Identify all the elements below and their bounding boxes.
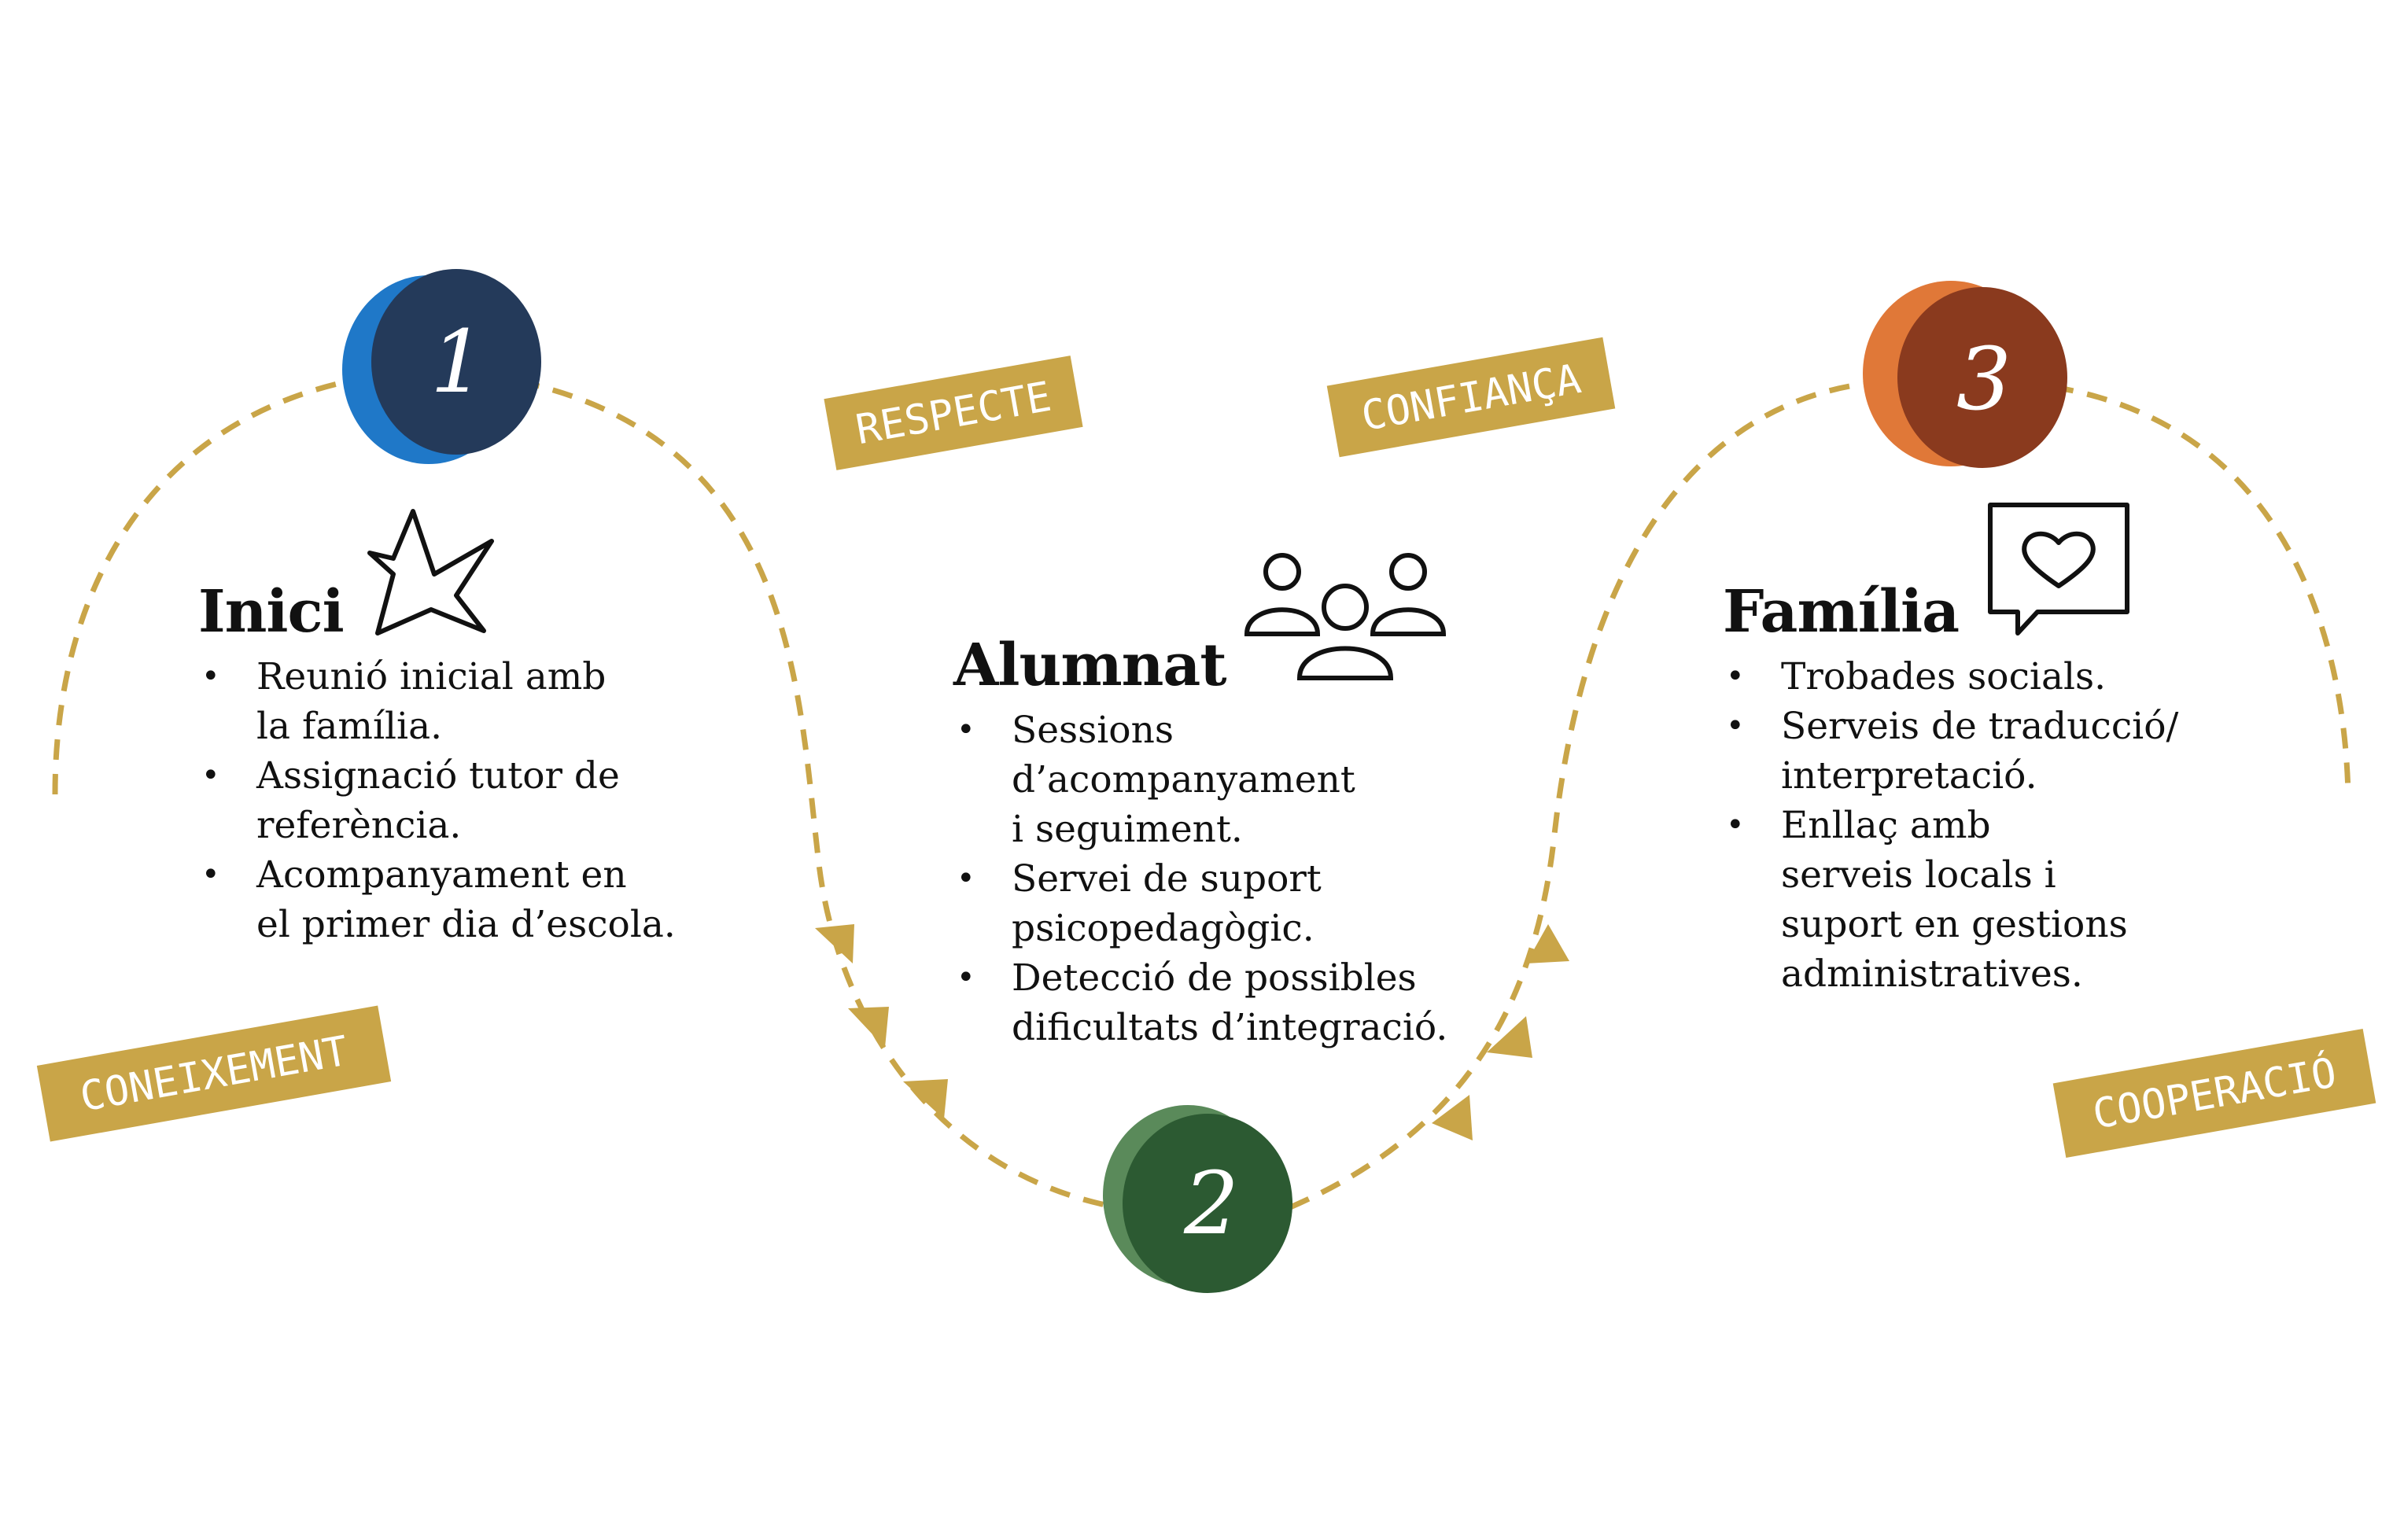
step-3-number: 3 <box>1956 329 2011 429</box>
arrow-head-5 <box>1487 1016 1532 1058</box>
item-text-line: administratives. <box>1781 952 2083 997</box>
item-text-line: d’acompanyament <box>1012 758 1355 802</box>
value-tag-background <box>1326 337 1616 458</box>
arrow-head-1 <box>815 924 854 963</box>
step-3-list: Trobades socials.Serveis de traducció/in… <box>1723 652 2178 999</box>
item-text-line: interpretació. <box>1781 754 2037 798</box>
value-tag: CONFIANÇA <box>1326 337 1616 458</box>
step-1-number: 1 <box>430 311 485 412</box>
step-2-item: Servei de suport psicopedagògic. <box>953 854 1447 953</box>
item-text-line: dificultats d’integració. <box>1012 1006 1448 1050</box>
value-tag: COOPERACIÓ <box>2052 1028 2376 1159</box>
step-3-badge: 3 <box>1863 281 2067 468</box>
step-2-card: Alumnat Sessions d’acompanyament i seguime… <box>953 632 1447 1052</box>
value-tag: RESPECTE <box>824 356 1083 470</box>
arrow-head-4 <box>1432 1095 1473 1140</box>
item-text-line: Assignació tutor de <box>256 754 620 798</box>
item-text-line: Servei de suport <box>1012 857 1322 901</box>
item-text-line: Acompanyament en <box>256 853 627 897</box>
group-icon <box>1244 553 1447 680</box>
item-text-line: Reunió inicial amb <box>256 655 607 699</box>
step-1-item: Assignació tutor de referència. <box>198 751 676 850</box>
arrow-head-2 <box>848 1007 889 1048</box>
step-3-item: Serveis de traducció/interpretació. <box>1723 702 2178 801</box>
left-arc <box>52 373 378 795</box>
item-text-line: serveis locals i <box>1781 853 2056 897</box>
arrow-head-6 <box>1526 924 1569 963</box>
arrows <box>815 924 1569 1140</box>
item-text-line: Enllaç amb <box>1781 804 1991 848</box>
step-1-item: Reunió inicial amb la família. <box>198 652 676 751</box>
value-tag: CONEIXEMENT <box>36 1005 392 1142</box>
step-3-card: Família Trobades socials.Serveis de trad… <box>1723 580 2178 999</box>
item-text-line: referència. <box>256 804 462 848</box>
item-text-line: Sessions <box>1012 709 1174 753</box>
step-3-face <box>1897 287 2067 468</box>
step-1-face <box>371 269 541 455</box>
step-2-number: 2 <box>1183 1153 1239 1254</box>
step-2-face <box>1123 1114 1292 1293</box>
step-1-item: Acompanyament en el primer dia d’escola. <box>198 850 676 949</box>
step-2-badge: 2 <box>1103 1105 1292 1293</box>
step-1-title: Inici <box>198 578 345 646</box>
star-icon <box>367 509 494 636</box>
arc-step1-to-step2 <box>518 378 1118 1210</box>
arrow-head-3 <box>903 1079 948 1119</box>
dashed-path <box>52 373 2351 1210</box>
arc-step2-to-step3 <box>1289 381 1865 1210</box>
value-tag-background <box>36 1005 392 1142</box>
item-text-line: suport en gestions <box>1781 903 2128 947</box>
item-text-line: la família. <box>256 705 443 749</box>
step-2-title: Alumnat <box>953 632 1227 699</box>
step-3-item: Trobades socials. <box>1723 652 2178 702</box>
step-3-title: Família <box>1723 578 1960 646</box>
speech-bubble-heart-icon <box>1988 503 2129 636</box>
step-2-item: Detecció de possibles dificultats d’integ… <box>953 953 1447 1052</box>
item-text-line: i seguiment. <box>1012 808 1243 852</box>
item-text-line: Detecció de possibles <box>1012 956 1417 1000</box>
item-text-line: Trobades socials. <box>1781 655 2107 699</box>
item-text-line: Serveis de traducció/ <box>1781 705 2179 749</box>
item-text-line: el primer dia d’escola. <box>256 903 676 947</box>
step-1-badge: 1 <box>342 269 541 464</box>
step-2-item: Sessions d’acompanyament i seguiment. <box>953 706 1447 854</box>
step-3-item: Enllaç amb serveis locals i suport en gest… <box>1723 801 2178 999</box>
value-tag-background <box>2052 1028 2376 1159</box>
item-text-line: psicopedagògic. <box>1012 907 1314 951</box>
value-tag-background <box>824 356 1083 470</box>
right-arc <box>2052 384 2351 795</box>
